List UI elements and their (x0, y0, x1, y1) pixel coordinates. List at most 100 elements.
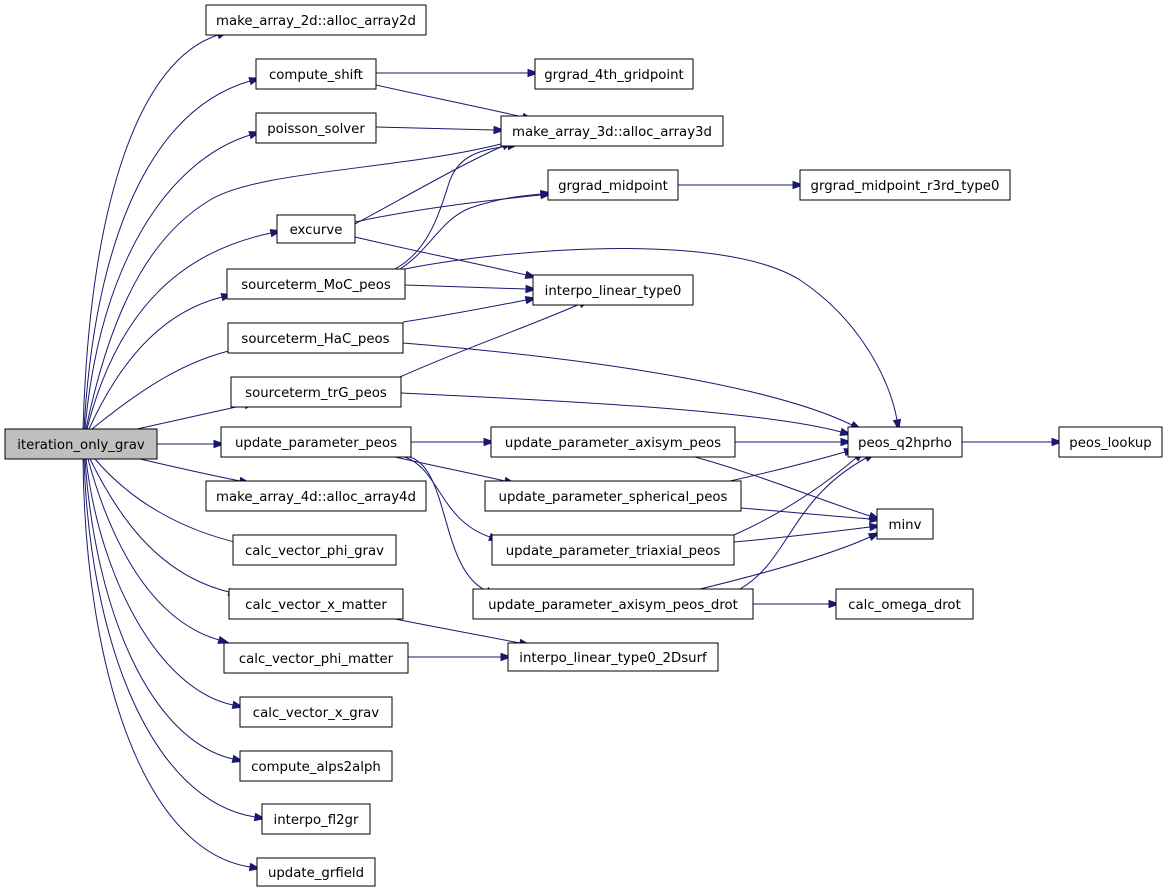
node-calc_vector_x_grav[interactable]: calc_vector_x_grav (239, 696, 393, 728)
edge-line (84, 458, 234, 760)
edge-iteration_only_grav-to-sourceterm_HaC_peos (91, 344, 249, 430)
node-label: poisson_solver (267, 122, 365, 137)
node-label: sourceterm_HaC_peos (241, 332, 389, 347)
edge-line (399, 303, 581, 378)
edge-line (87, 458, 220, 641)
node-label: calc_vector_phi_matter (239, 652, 394, 667)
node-update_parameter_axisym_peos[interactable]: update_parameter_axisym_peos (490, 426, 736, 458)
node-sourceterm_HaC_peos[interactable]: sourceterm_HaC_peos (227, 322, 404, 354)
edge-sourceterm_trG_peos-to-interpo_linear_type0 (399, 299, 591, 378)
node-calc_vector_x_matter[interactable]: calc_vector_x_matter (228, 588, 404, 620)
edge-line (84, 134, 251, 430)
edge-iteration_only_grav-to-update_parameter_peos (157, 439, 226, 449)
node-interpo_fl2gr[interactable]: interpo_fl2gr (261, 803, 371, 835)
node-update_grfield[interactable]: update_grfield (256, 857, 376, 887)
edge-calc_vector_phi_matter-to-interpo_linear_type0_2Dsurf (408, 652, 513, 662)
node-box (276, 214, 356, 244)
arrowhead-icon (493, 125, 506, 135)
node-compute_shift[interactable]: compute_shift (255, 58, 377, 90)
edge-line (694, 456, 871, 517)
edge-update_parameter_peos-to-update_parameter_axisym_peos_drot (409, 456, 498, 596)
node-minv[interactable]: minv (876, 508, 934, 540)
edge-line (83, 458, 256, 818)
edge-line (402, 299, 527, 323)
node-label: peos_q2hprho (858, 436, 952, 451)
edge-compute_shift-to-grgrad_4th_gridpoint (376, 68, 540, 78)
node-alloc_array2d[interactable]: make_array_2d::alloc_array2d (205, 4, 427, 36)
node-label: calc_vector_phi_grav (245, 544, 384, 559)
node-box (1058, 426, 1163, 458)
edge-update_parameter_triaxial_peos-to-minv (733, 522, 882, 543)
node-poisson_solver[interactable]: poisson_solver (255, 112, 377, 144)
arrowhead-icon (217, 635, 231, 644)
edge-line (136, 404, 246, 430)
edge-line (94, 458, 244, 545)
node-box (226, 268, 406, 300)
edge-line (733, 457, 857, 536)
edge-line (409, 456, 488, 592)
edge-sourceterm_MoC_peos-to-interpo_linear_type0 (404, 284, 538, 294)
edge-line (83, 80, 251, 430)
edge-line (85, 458, 234, 706)
node-peos_lookup[interactable]: peos_lookup (1058, 426, 1163, 458)
edge-peos_q2hprho-to-peos_lookup (962, 437, 1064, 447)
node-label: sourceterm_MoC_peos (241, 278, 391, 293)
node-alloc_array3d[interactable]: make_array_3d::alloc_array3d (500, 115, 724, 147)
call-graph-nodes: iteration_only_grav make_array_2d::alloc_… (4, 4, 1163, 887)
edge-line (402, 342, 853, 426)
node-box (256, 857, 376, 887)
node-box (255, 58, 377, 90)
edge-poisson_solver-to-alloc_array3d (375, 125, 506, 135)
node-grgrad_4th_gridpoint[interactable]: grgrad_4th_gridpoint (534, 58, 694, 90)
edge-line (88, 296, 223, 430)
node-label: interpo_linear_type0_2Dsurf (519, 651, 707, 666)
node-grgrad_midpoint[interactable]: grgrad_midpoint (547, 169, 679, 201)
node-update_parameter_spherical_peos[interactable]: update_parameter_spherical_peos (484, 480, 742, 512)
node-label: compute_shift (269, 68, 363, 83)
edge-excurve-to-alloc_array3d (354, 141, 514, 225)
edge-line (729, 451, 846, 482)
node-box (799, 169, 1011, 201)
node-sourceterm_trG_peos[interactable]: sourceterm_trG_peos (230, 376, 402, 408)
node-update_parameter_axisym_peos_drot[interactable]: update_parameter_axisym_peos_drot (472, 588, 754, 620)
node-calc_vector_phi_matter[interactable]: calc_vector_phi_matter (223, 642, 409, 674)
node-label: update_parameter_peos (235, 436, 397, 451)
node-peos_q2hprho[interactable]: peos_q2hprho (847, 426, 963, 458)
node-label: compute_alps2alph (251, 760, 381, 775)
arrowhead-icon (792, 180, 805, 190)
edge-line (375, 126, 495, 131)
arrowhead-icon (828, 599, 841, 609)
node-label: calc_vector_x_matter (245, 598, 387, 613)
edge-line (354, 236, 527, 276)
arrowhead-icon (525, 284, 538, 294)
node-alloc_array4d[interactable]: make_array_4d::alloc_array4d (205, 480, 427, 512)
node-grgrad_midpoint_r3rd_type0[interactable]: grgrad_midpoint_r3rd_type0 (799, 169, 1011, 201)
node-label: iteration_only_grav (17, 438, 145, 453)
edge-sourceterm_HaC_peos-to-peos_q2hprho (402, 342, 863, 431)
node-box (230, 376, 402, 408)
arrowhead-icon (867, 532, 881, 542)
node-interpo_linear_type0[interactable]: interpo_linear_type0 (532, 274, 694, 306)
edge-line (404, 456, 491, 538)
node-label: make_array_2d::alloc_array2d (216, 14, 416, 29)
node-box (507, 642, 719, 672)
node-update_parameter_peos[interactable]: update_parameter_peos (220, 426, 412, 458)
edge-line (89, 458, 230, 593)
node-compute_alps2alph[interactable]: compute_alps2alph (239, 750, 393, 782)
edge-iteration_only_grav-to-calc_vector_x_matter (89, 458, 241, 596)
node-box (227, 322, 404, 354)
edge-line (139, 458, 241, 482)
edge-iteration_only_grav-to-calc_vector_phi_matter (87, 458, 231, 644)
node-excurve[interactable]: excurve (276, 214, 356, 244)
node-calc_vector_phi_grav[interactable]: calc_vector_phi_grav (232, 534, 397, 566)
node-calc_omega_drot[interactable]: calc_omega_drot (835, 588, 974, 620)
node-label: update_parameter_triaxial_peos (506, 544, 721, 559)
arrowhead-icon (1051, 437, 1064, 447)
node-update_parameter_triaxial_peos[interactable]: update_parameter_triaxial_peos (491, 534, 735, 566)
arrowhead-icon (500, 652, 513, 662)
node-label: update_parameter_axisym_peos (505, 436, 721, 451)
node-iteration_only_grav[interactable]: iteration_only_grav (4, 428, 158, 460)
node-sourceterm_MoC_peos[interactable]: sourceterm_MoC_peos (226, 268, 406, 300)
edge-line (86, 232, 272, 430)
node-interpo_linear_type0_2Dsurf[interactable]: interpo_linear_type0_2Dsurf (507, 642, 719, 672)
